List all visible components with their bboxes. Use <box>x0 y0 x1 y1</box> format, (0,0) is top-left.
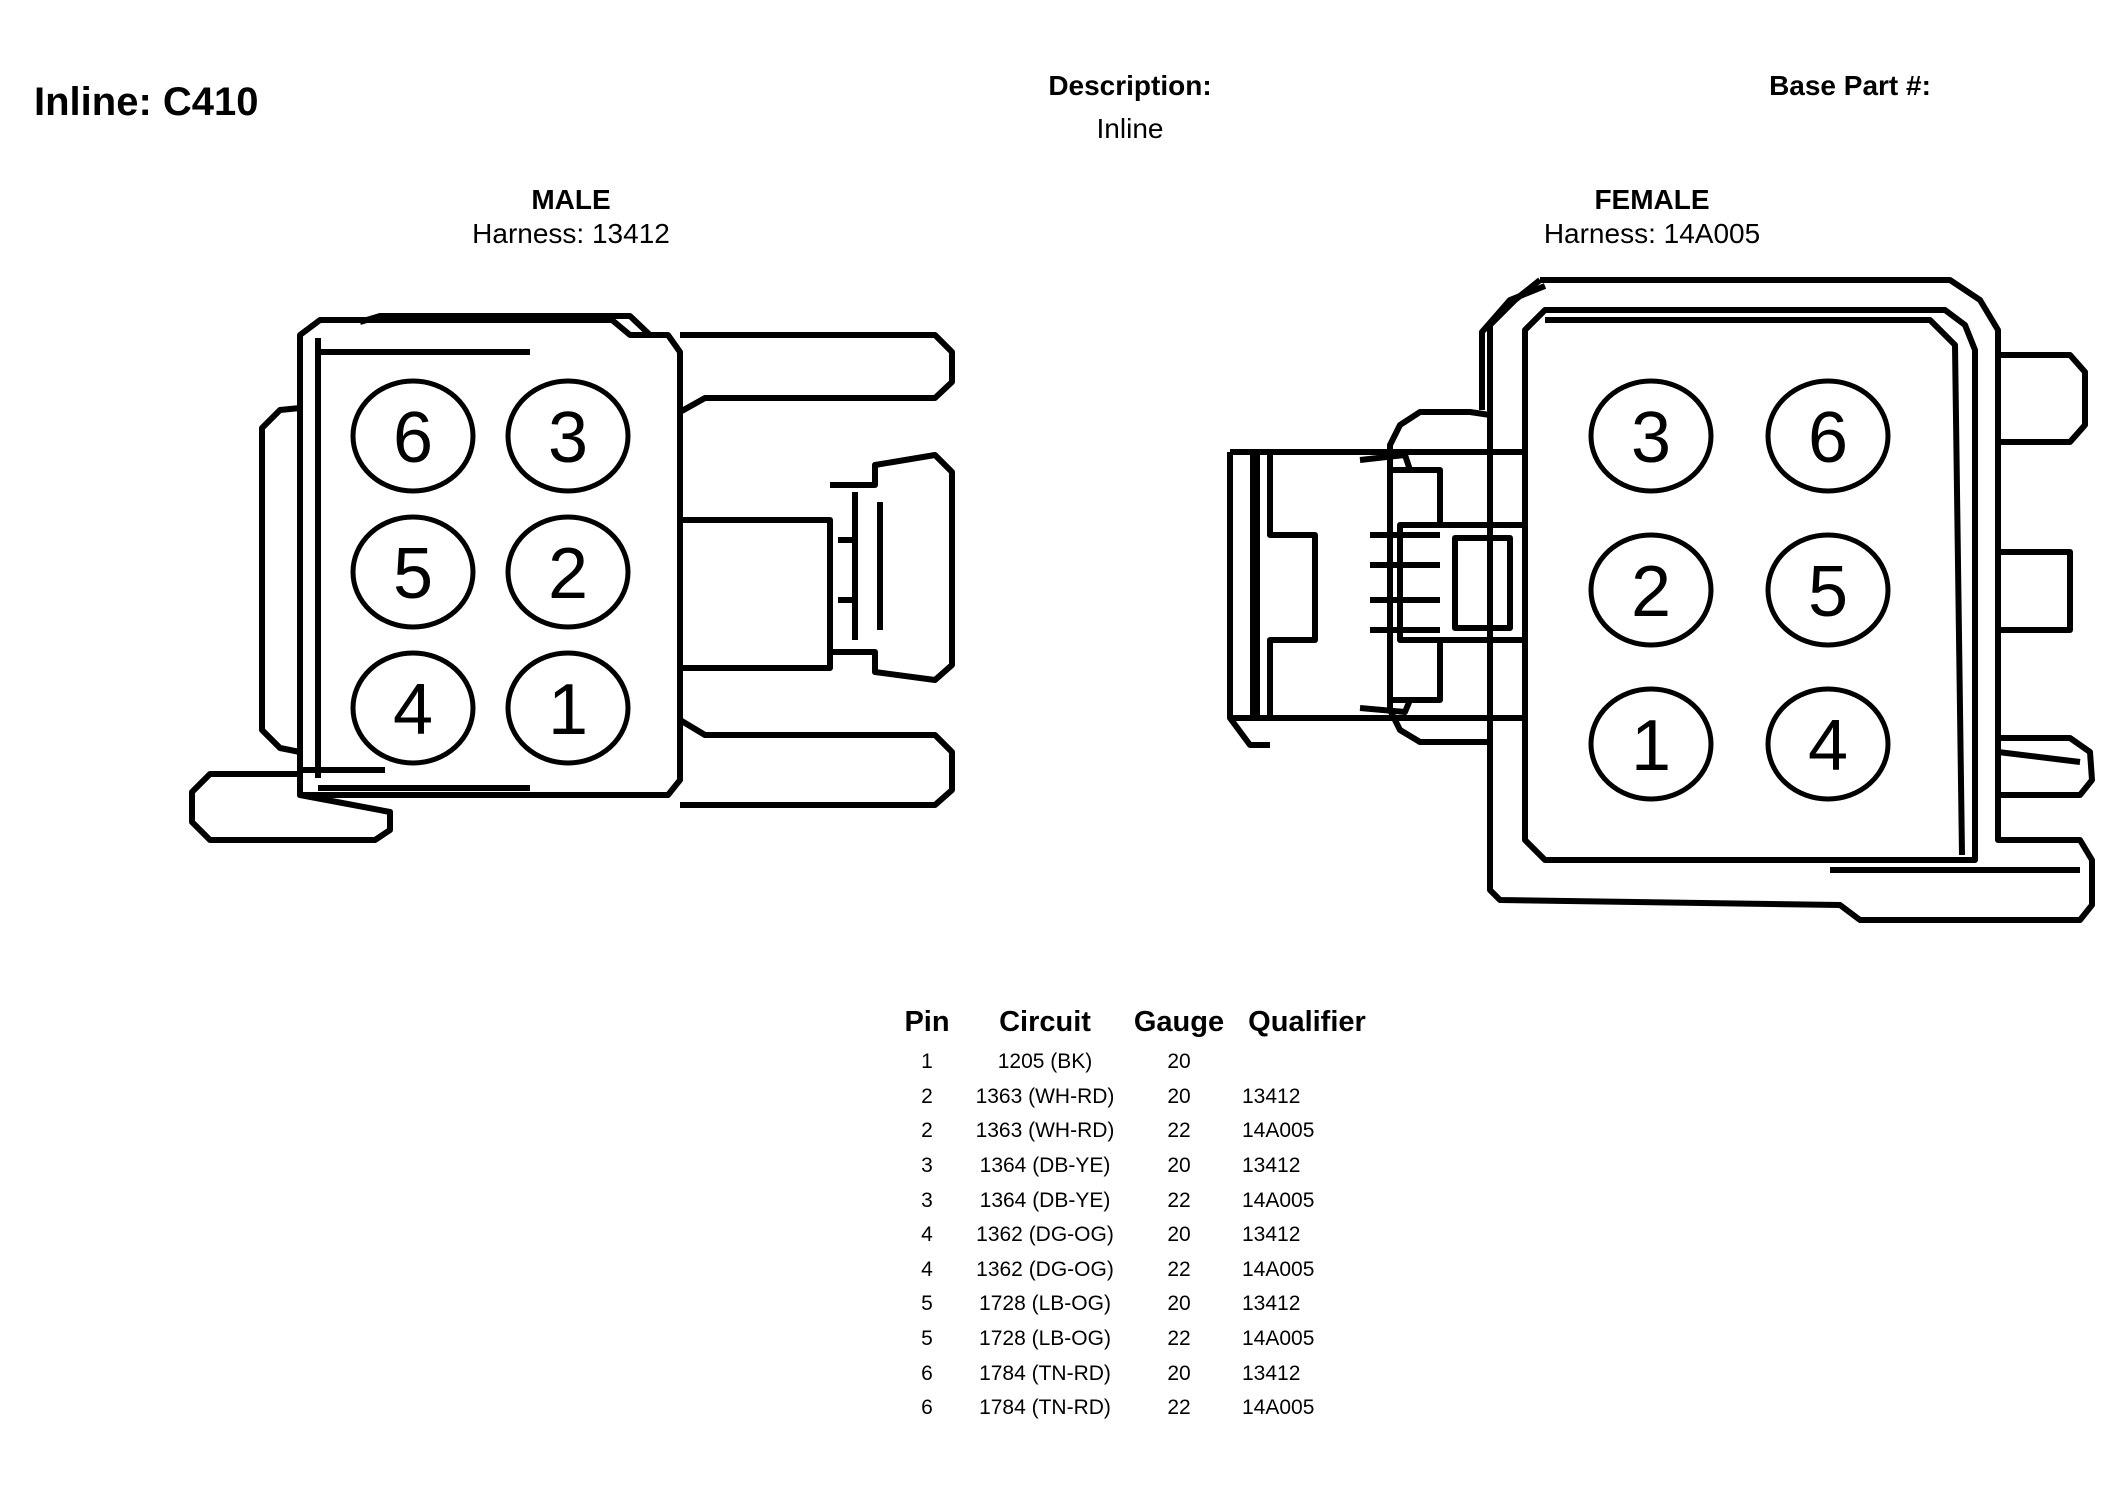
gauge-cell: 20 <box>1167 1292 1191 1316</box>
pin-cell: 2 <box>921 1119 933 1143</box>
female-pin-label: 3 <box>1631 398 1671 478</box>
pin-cell: 4 <box>921 1223 933 1247</box>
circuit-cell: 1363 (WH-RD) <box>975 1084 1115 1108</box>
qualifier-cell: 13412 <box>1242 1084 1301 1108</box>
description-label: Description: <box>1048 70 1212 101</box>
female-pin-label: 4 <box>1808 706 1848 786</box>
gauge-cell: 20 <box>1167 1050 1191 1074</box>
circuit-cell: 1205 (BK) <box>997 1050 1093 1074</box>
qualifier-cell: 14A005 <box>1242 1188 1315 1212</box>
male-pin-circle <box>505 378 631 494</box>
header-circuit: Circuit <box>999 1006 1091 1038</box>
female-pin-circle <box>1588 532 1714 648</box>
gauge-cell: 22 <box>1167 1396 1191 1420</box>
gauge-cell: 20 <box>1167 1223 1191 1247</box>
gauge-cell: 22 <box>1167 1257 1191 1281</box>
pin-cell: 3 <box>921 1188 933 1212</box>
female-pin-label: 2 <box>1631 552 1671 632</box>
table-row: 4 1362 (DG-OG) 20 13412 <box>890 1218 1382 1253</box>
pin-table-header: Pin Circuit Gauge Qualifier <box>890 1006 1382 1045</box>
base-part-label: Base Part #: <box>1769 70 1931 101</box>
female-harness: Harness: 14A005 <box>1543 218 1761 249</box>
qualifier-cell <box>1232 1045 1382 1080</box>
female-pin-label: 6 <box>1808 398 1848 478</box>
table-row: 3 1364 (DB-YE) 22 14A005 <box>890 1183 1382 1218</box>
qualifier-cell: 13412 <box>1242 1361 1301 1385</box>
pin-cell: 5 <box>921 1292 933 1316</box>
gauge-cell: 22 <box>1167 1327 1191 1351</box>
table-row: 2 1363 (WH-RD) 20 13412 <box>890 1080 1382 1115</box>
male-pin-label: 3 <box>548 398 588 478</box>
gauge-cell: 22 <box>1167 1119 1191 1143</box>
pin-cell: 2 <box>921 1084 933 1108</box>
gauge-cell: 20 <box>1167 1361 1191 1385</box>
qualifier-cell: 14A005 <box>1242 1119 1315 1143</box>
female-pin-circle <box>1765 532 1891 648</box>
circuit-cell: 1728 (LB-OG) <box>979 1292 1111 1316</box>
male-pin-circle <box>505 650 631 766</box>
qualifier-cell: 14A005 <box>1242 1257 1315 1281</box>
gauge-cell: 20 <box>1167 1154 1191 1178</box>
header-pin: Pin <box>904 1006 950 1038</box>
circuit-cell: 1363 (WH-RD) <box>975 1119 1115 1143</box>
circuit-cell: 1728 (LB-OG) <box>979 1327 1111 1351</box>
circuit-cell: 1784 (TN-RD) <box>979 1396 1111 1420</box>
table-row: 4 1362 (DG-OG) 22 14A005 <box>890 1253 1382 1288</box>
table-row: 2 1363 (WH-RD) 22 14A005 <box>890 1114 1382 1149</box>
qualifier-cell: 14A005 <box>1242 1327 1315 1351</box>
female-pin-circle <box>1765 686 1891 802</box>
male-pin-label: 6 <box>393 398 433 478</box>
qualifier-cell: 13412 <box>1242 1292 1301 1316</box>
circuit-cell: 1362 (DG-OG) <box>976 1257 1114 1281</box>
header-qualifier: Qualifier <box>1248 1006 1366 1038</box>
pin-cell: 1 <box>921 1050 933 1074</box>
circuit-cell: 1362 (DG-OG) <box>976 1223 1114 1247</box>
pin-cell: 4 <box>921 1257 933 1281</box>
pin-cell: 6 <box>921 1361 933 1385</box>
male-pin-circle <box>350 650 476 766</box>
female-connector <box>1227 277 2095 923</box>
female-pin-label: 5 <box>1808 552 1848 632</box>
header-gauge: Gauge <box>1133 1006 1225 1038</box>
male-pin-label: 2 <box>548 534 588 614</box>
qualifier-cell: 13412 <box>1242 1154 1301 1178</box>
gauge-cell: 22 <box>1167 1188 1191 1212</box>
pin-table: Pin Circuit Gauge Qualifier 1 1205 (BK) 20… <box>890 1006 1382 1426</box>
male-connector <box>189 313 955 843</box>
table-row: 6 1784 (TN-RD) 22 14A005 <box>890 1391 1382 1426</box>
male-pin-circle <box>350 514 476 630</box>
male-pin-label: 1 <box>548 670 588 750</box>
table-row: 3 1364 (DB-YE) 20 13412 <box>890 1149 1382 1184</box>
male-pin-circle <box>350 378 476 494</box>
circuit-cell: 1784 (TN-RD) <box>979 1361 1111 1385</box>
circuit-cell: 1364 (DB-YE) <box>979 1154 1111 1178</box>
table-row: 6 1784 (TN-RD) 20 13412 <box>890 1356 1382 1391</box>
description-value: Inline <box>1096 113 1164 144</box>
male-pin-label: 4 <box>393 670 433 750</box>
female-pin-circle <box>1588 686 1714 802</box>
qualifier-cell: 13412 <box>1242 1223 1301 1247</box>
male-harness: Harness: 13412 <box>472 218 670 249</box>
table-row: 5 1728 (LB-OG) 20 13412 <box>890 1287 1382 1322</box>
connector-title: Inline: C410 <box>34 80 259 124</box>
pin-cell: 3 <box>921 1154 933 1178</box>
male-pin-label: 5 <box>393 534 433 614</box>
pin-cell: 5 <box>921 1327 933 1351</box>
female-pin-grid: 3 6 2 5 1 4 <box>1588 378 1891 802</box>
male-pin-grid: 6 3 5 2 4 1 <box>350 378 631 766</box>
female-pin-label: 1 <box>1631 706 1671 786</box>
gauge-cell: 20 <box>1167 1084 1191 1108</box>
male-title: MALE <box>531 184 611 215</box>
male-pin-circle <box>505 514 631 630</box>
female-pin-circle <box>1765 378 1891 494</box>
circuit-cell: 1364 (DB-YE) <box>979 1188 1111 1212</box>
female-pin-circle <box>1588 378 1714 494</box>
pin-cell: 6 <box>921 1396 933 1420</box>
female-title: FEMALE <box>1594 184 1710 215</box>
table-row: 1 1205 (BK) 20 <box>890 1045 1382 1080</box>
qualifier-cell: 14A005 <box>1242 1396 1315 1420</box>
table-row: 5 1728 (LB-OG) 22 14A005 <box>890 1322 1382 1357</box>
